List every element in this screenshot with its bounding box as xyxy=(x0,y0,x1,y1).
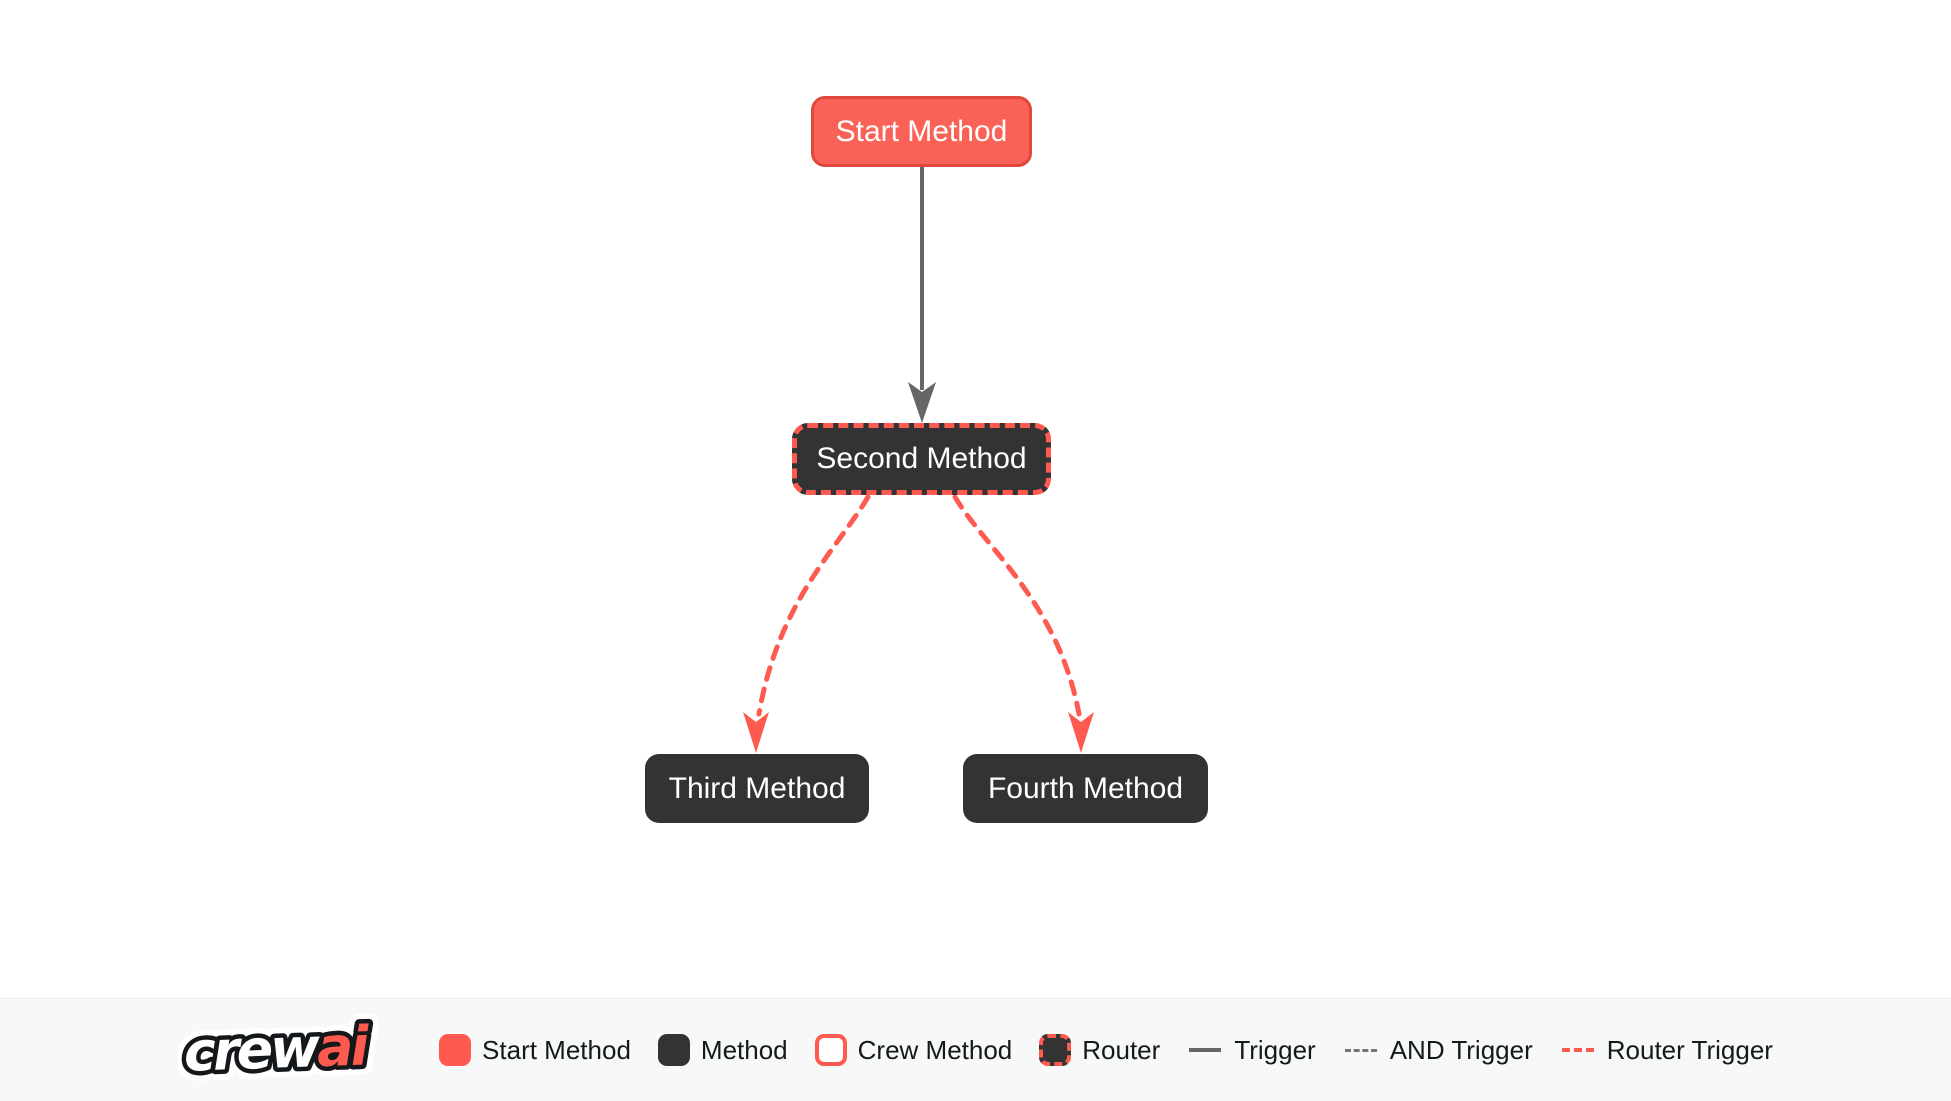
crewai-logo: crewai crewai xyxy=(178,1013,406,1087)
crewai-logo-ai: ai xyxy=(316,1014,372,1079)
node-start-method[interactable]: Start Method xyxy=(811,96,1032,167)
node-third-method[interactable]: Third Method xyxy=(645,754,869,823)
legend-label: Start Method xyxy=(482,1034,631,1065)
flow-canvas[interactable]: Start Method Second Method Third Method … xyxy=(0,0,1951,998)
edge-router-trigger-left xyxy=(756,494,871,717)
edge-router-trigger-right xyxy=(952,494,1082,717)
legend-item-and-trigger: AND Trigger xyxy=(1343,1035,1533,1066)
legend-label: AND Trigger xyxy=(1389,1034,1533,1065)
trigger-line-icon xyxy=(1189,1048,1222,1052)
legend-label: Router xyxy=(1082,1034,1161,1065)
legend-item-crew-method: Crew Method xyxy=(814,1034,1013,1066)
legend-item-trigger: Trigger xyxy=(1187,1034,1316,1066)
router-swatch-icon xyxy=(1039,1034,1072,1066)
legend-label: Method xyxy=(700,1034,788,1065)
legend-item-router: Router xyxy=(1039,1034,1160,1066)
legend-label: Crew Method xyxy=(857,1034,1013,1065)
and-trigger-line-icon xyxy=(1344,1048,1377,1052)
crewai-logo-crew: crew xyxy=(183,1016,322,1084)
node-second-method[interactable]: Second Method xyxy=(792,423,1051,495)
legend-bar: crewai crewai Start Method Method Crew M… xyxy=(0,998,1951,1101)
legend-label: Trigger xyxy=(1234,1034,1316,1065)
method-swatch-icon xyxy=(657,1034,690,1066)
legend-item-method: Method xyxy=(657,1034,788,1066)
legend-label: Router Trigger xyxy=(1606,1034,1773,1065)
legend-item-router-trigger: Router Trigger xyxy=(1560,1035,1773,1066)
crewai-logo-text: crewai xyxy=(183,1014,372,1083)
router-trigger-line-icon xyxy=(1561,1048,1594,1052)
edge-router-trigger-left-arrowhead-icon xyxy=(743,712,769,753)
edge-trigger-arrowhead-icon xyxy=(908,382,936,423)
edges-layer xyxy=(743,167,1094,753)
node-fourth-method[interactable]: Fourth Method xyxy=(963,754,1208,823)
start-method-swatch-icon xyxy=(439,1034,472,1066)
crew-method-swatch-icon xyxy=(814,1034,847,1066)
legend-item-start-method: Start Method xyxy=(439,1034,631,1066)
edge-router-trigger-right-arrowhead-icon xyxy=(1068,712,1094,753)
